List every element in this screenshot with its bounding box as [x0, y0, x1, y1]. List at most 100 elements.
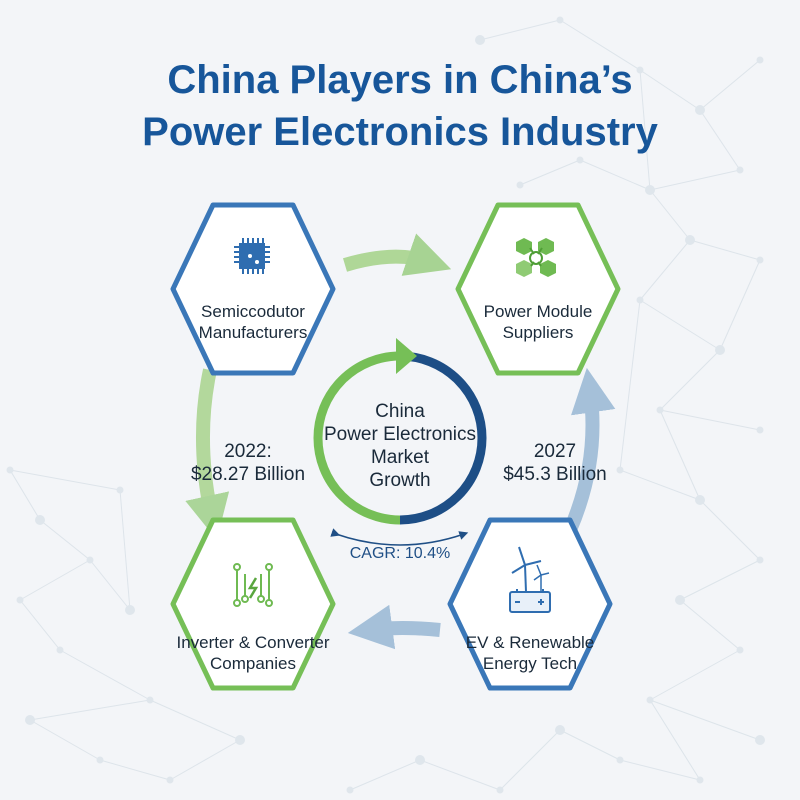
network-node: [16, 596, 24, 604]
node-label-ev: EV & Renewable Energy Tech: [465, 633, 595, 673]
cagr-arrow: [330, 528, 469, 546]
network-line: [639, 69, 701, 111]
network-node: [695, 495, 705, 505]
network-node: [675, 595, 685, 605]
network-line: [679, 559, 761, 601]
ring-arrowhead: [396, 338, 417, 374]
network-line: [649, 189, 691, 241]
network-node: [685, 235, 695, 245]
network-node: [756, 556, 764, 564]
network-node: [616, 466, 624, 474]
network-line: [519, 159, 581, 186]
network-line: [149, 699, 241, 741]
network-line: [9, 469, 121, 491]
network-line: [619, 299, 641, 471]
network-node: [146, 696, 154, 704]
network-node: [756, 256, 764, 264]
network-node: [756, 426, 764, 434]
network-line: [639, 299, 721, 351]
network-line: [29, 699, 151, 721]
wind-battery-icon: [509, 546, 551, 613]
arrow-left: [185, 368, 230, 540]
network-node: [235, 735, 245, 745]
hexagon-inverter: [170, 517, 336, 691]
network-line: [349, 759, 421, 791]
network-node: [756, 56, 764, 64]
network-node: [715, 345, 725, 355]
network-node: [696, 776, 704, 784]
circuit-icon: [233, 563, 273, 607]
network-line: [649, 649, 741, 701]
network-line: [649, 699, 761, 741]
network-node: [475, 35, 485, 45]
network-node: [616, 756, 624, 764]
network-node: [576, 156, 584, 164]
network-line: [699, 499, 761, 561]
network-line: [649, 699, 701, 781]
network-line: [619, 469, 701, 501]
chip-icon: [234, 238, 270, 274]
node-label-semiconductor: Semiccodutor Manufacturers: [198, 302, 308, 342]
network-line: [9, 469, 41, 521]
network-node: [556, 16, 564, 24]
ring-blue: [399, 351, 487, 525]
arrow-right: [563, 367, 616, 533]
center-label: China Power Electronics Market Growth: [323, 401, 477, 491]
network-line: [559, 19, 641, 71]
network-node: [116, 486, 124, 494]
network-line: [29, 719, 101, 761]
network-line: [639, 69, 651, 191]
network-line: [19, 599, 61, 651]
network-node: [166, 776, 174, 784]
title-line-2: Power Electronics Industry: [142, 110, 658, 154]
network-line: [719, 259, 761, 351]
network-node: [415, 755, 425, 765]
network-line: [679, 599, 741, 651]
hexagon-semiconductor: [170, 202, 336, 376]
network-node: [736, 166, 744, 174]
cagr-label: CAGR: 10.4%: [349, 545, 451, 562]
network-line: [699, 109, 741, 171]
network-node: [496, 786, 504, 794]
stat-2027: 2027 $45.3 Billion: [503, 441, 607, 485]
stat-2022: 2022: $28.27 Billion: [190, 441, 306, 485]
network-node: [646, 696, 654, 704]
network-node: [645, 185, 655, 195]
network-line: [579, 159, 651, 191]
network-line: [659, 349, 721, 411]
node-label-power-module: Power Module Suppliers: [483, 302, 593, 342]
network-line: [19, 559, 91, 601]
title-line-1: China Players in China’s: [167, 58, 633, 102]
network-line: [419, 759, 501, 791]
network-line: [479, 19, 561, 41]
network-line: [499, 729, 561, 791]
network-node: [56, 646, 64, 654]
network-node: [346, 786, 354, 794]
network-node: [555, 725, 565, 735]
arrow-bottom: [347, 604, 441, 650]
network-node: [636, 296, 644, 304]
network-node: [656, 406, 664, 414]
network-line: [659, 409, 701, 501]
network-line: [649, 169, 741, 191]
network-node: [736, 646, 744, 654]
network-node: [96, 756, 104, 764]
network-line: [39, 519, 91, 561]
network-node: [695, 105, 705, 115]
network-node: [86, 556, 94, 564]
hexagon-power-module: [455, 202, 621, 376]
network-line: [89, 559, 131, 611]
network-line: [639, 239, 691, 301]
module-cubes-icon: [516, 238, 556, 277]
network-node: [25, 715, 35, 725]
network-node: [35, 515, 45, 525]
network-line: [699, 59, 761, 111]
network-node: [6, 466, 14, 474]
network-node: [125, 605, 135, 615]
network-line: [119, 489, 131, 611]
network-node: [755, 735, 765, 745]
network-line: [559, 729, 621, 761]
